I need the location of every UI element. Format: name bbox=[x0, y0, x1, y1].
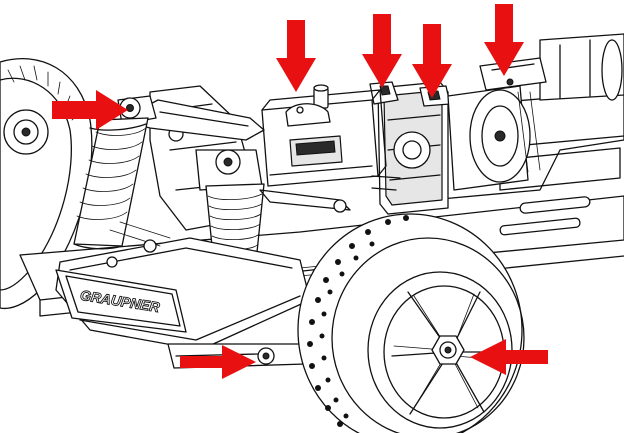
arrow-front-shock-top-mount bbox=[52, 90, 128, 130]
front-right-wheel bbox=[297, 213, 525, 433]
steering-servo bbox=[261, 84, 387, 187]
arrow-center-diff-mount-left bbox=[362, 14, 402, 88]
callout-arrows bbox=[52, 4, 548, 379]
arrow-front-lower-arm-pin bbox=[180, 345, 256, 379]
arrow-motor-mount-top bbox=[484, 4, 524, 76]
arrow-servo-saver-post bbox=[276, 20, 316, 92]
center-diff-housing bbox=[369, 81, 451, 215]
front-left-shock bbox=[73, 95, 157, 250]
side-guard: GRAUPNER bbox=[55, 269, 187, 333]
motor-assembly bbox=[447, 57, 547, 191]
left-wheel bbox=[0, 58, 93, 310]
arrow-center-diff-mount-right bbox=[412, 24, 452, 98]
arrow-front-wheel-hub-nut bbox=[470, 339, 548, 375]
linkage-details bbox=[106, 175, 401, 268]
